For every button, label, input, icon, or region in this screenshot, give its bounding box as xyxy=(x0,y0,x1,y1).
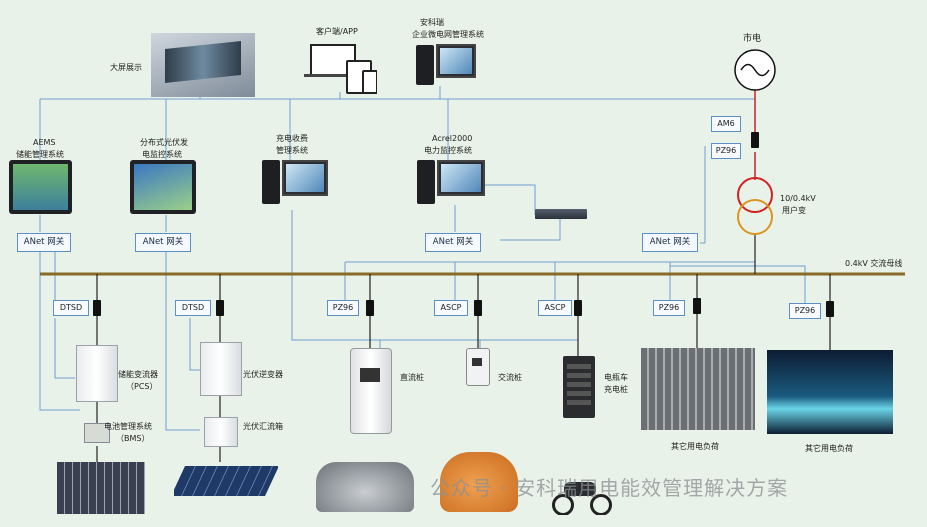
bms-label-2: （BMS） xyxy=(116,434,150,443)
meter-pz96-load1: PZ96 xyxy=(653,300,685,316)
breaker-dc-icon xyxy=(366,300,374,316)
power-server-icon xyxy=(417,160,435,204)
gateway-pv: ANet 网关 xyxy=(135,233,191,252)
breaker-storage-icon xyxy=(93,300,101,316)
meter-ascp-ebike: ASCP xyxy=(538,300,572,316)
load2-image xyxy=(767,350,893,434)
gateway-power: ANet 网关 xyxy=(425,233,481,252)
ebike-label-2: 充电桩 xyxy=(604,385,628,394)
pcs-cabinet-icon xyxy=(76,345,118,402)
ems-title-1: 安科瑞 xyxy=(420,18,444,27)
ems-monitor xyxy=(436,44,476,78)
ebike-charger-icon xyxy=(563,356,595,418)
power-label-1: Acrel2000 xyxy=(432,134,473,143)
charge-server-icon xyxy=(262,160,280,204)
ebike-label-1: 电瓶车 xyxy=(604,373,628,382)
dc-charger-image xyxy=(342,348,397,436)
breaker-load1-icon xyxy=(693,298,701,314)
pv-monitor-label-1: 分布式光伏发 xyxy=(140,138,188,147)
pcs-label-2: （PCS） xyxy=(126,382,158,391)
ems-server-icon xyxy=(416,45,434,85)
ac-charger-image xyxy=(460,348,496,428)
pcs-label-1: 储能变流器 xyxy=(118,370,158,379)
meter-pz96-load2: PZ96 xyxy=(789,303,821,319)
meter-pz96-dc: PZ96 xyxy=(327,300,359,316)
solar-panel-image xyxy=(174,462,278,508)
suv-image xyxy=(316,462,414,512)
e-scooter-image xyxy=(548,460,614,515)
transformer-label-1: 10/0.4kV xyxy=(780,194,816,203)
big-screen-label: 大屏展示 xyxy=(110,63,142,72)
ems-title-2: 企业微电网管理系统 xyxy=(412,30,484,39)
charge-label-1: 充电收费 xyxy=(276,134,308,143)
meter-dtsd-storage: DTSD xyxy=(53,300,89,316)
client-app-label: 客户端/APP xyxy=(316,27,358,36)
pv-combiner-label: 光伏汇流箱 xyxy=(243,422,283,431)
breaker-ac-icon xyxy=(474,300,482,316)
aems-panel-icon xyxy=(9,160,72,214)
gateway-aems: ANet 网关 xyxy=(17,233,71,252)
watermark: 公众号 · 安科瑞用电能效管理解决方案 xyxy=(430,476,789,500)
network-switch-icon xyxy=(535,209,587,219)
client-app-image xyxy=(302,42,377,94)
transformer-label-2: 用户变 xyxy=(782,206,806,215)
grid-label: 市电 xyxy=(743,34,762,44)
pv-monitor-label-2: 电监控系统 xyxy=(142,150,182,159)
pv-inverter-label: 光伏逆变器 xyxy=(243,370,283,379)
battery-rack-image xyxy=(57,462,145,514)
ac-pile-label: 交流桩 xyxy=(498,373,522,382)
aems-label-1: AEMS xyxy=(33,138,56,147)
bms-label-1: 电池管理系统 xyxy=(104,422,152,431)
dc-pile-label: 直流桩 xyxy=(400,373,424,382)
charge-label-2: 管理系统 xyxy=(276,146,308,155)
meter-pz96-grid: PZ96 xyxy=(711,143,741,159)
load2-label: 其它用电负荷 xyxy=(805,444,853,453)
load1-label: 其它用电负荷 xyxy=(671,442,719,451)
meter-am6: AM6 xyxy=(711,116,741,132)
big-screen-image xyxy=(151,33,255,97)
meter-dtsd-pv: DTSD xyxy=(175,300,211,316)
pv-monitor-panel-icon xyxy=(130,160,196,214)
pv-inverter-icon xyxy=(200,342,242,396)
load1-image xyxy=(641,348,755,430)
bus-label: 0.4kV 交流母线 xyxy=(845,259,903,268)
breaker-load2-icon xyxy=(826,301,834,317)
power-monitor xyxy=(437,160,485,196)
transformer-icon xyxy=(737,177,773,213)
compact-car-image xyxy=(440,452,518,512)
meter-ascp-ac: ASCP xyxy=(434,300,468,316)
gateway-grid: ANet 网关 xyxy=(642,233,698,252)
charge-monitor xyxy=(282,160,328,196)
breaker-ebike-icon xyxy=(574,300,582,316)
bms-unit-icon xyxy=(84,423,110,443)
pv-combiner-icon xyxy=(204,417,238,447)
power-label-2: 电力监控系统 xyxy=(424,146,472,155)
aems-label-2: 储能管理系统 xyxy=(16,150,64,159)
breaker-pv-icon xyxy=(216,300,224,316)
grid-breaker-icon xyxy=(751,132,759,148)
